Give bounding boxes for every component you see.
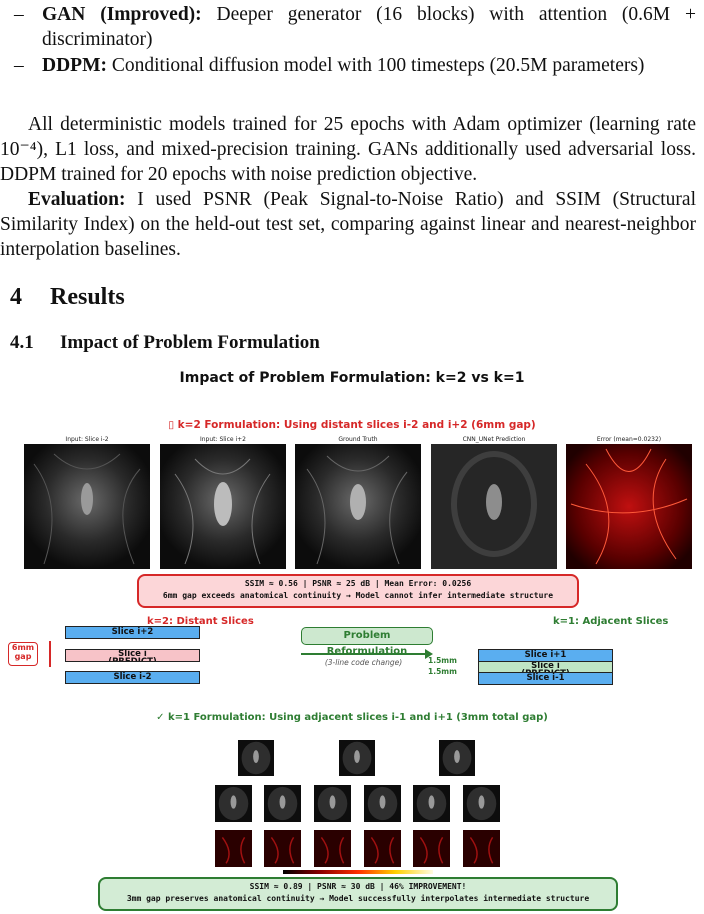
- k1-metrics-note: 3mm gap preserves anatomical continuity …: [126, 894, 590, 903]
- panel-label: Error (mean=0.0232): [596, 436, 662, 443]
- mri-thumbnail: [264, 785, 301, 822]
- section-title: Results: [50, 284, 125, 310]
- mri-thumbnail: [364, 785, 401, 822]
- error-thumbnail: [413, 830, 450, 867]
- mri-slice-image: [160, 444, 286, 569]
- figure-title: Impact of Problem Formulation: k=2 vs k=…: [179, 370, 525, 386]
- slice-i-plus-2: Slice i+2: [65, 626, 200, 639]
- gap-label: 6mm gap: [8, 642, 38, 666]
- mri-thumbnail: [215, 785, 252, 822]
- paragraph-evaluation: Evaluation: I used PSNR (Peak Signal-to-…: [0, 187, 696, 262]
- subsection-heading: 4.1 Impact of Problem Formulation: [10, 332, 320, 354]
- error-thumbnail: [463, 830, 500, 867]
- evaluation-text: I used PSNR (Peak Signal-to-Noise Ratio)…: [0, 189, 696, 260]
- error-thumbnail: [264, 830, 301, 867]
- mm-label-bottom: 1.5mm: [428, 667, 457, 676]
- mri-thumbnail: [463, 785, 500, 822]
- list-item-text: Deeper generator (16 blocks) with attent…: [42, 4, 697, 50]
- arrowhead-icon: [425, 649, 433, 659]
- k2-metrics-line: SSIM ≈ 0.56 | PSNR ≈ 25 dB | Mean Error:…: [244, 579, 472, 588]
- gap-arrow-icon: [49, 641, 51, 667]
- mri-slice-image: [24, 444, 150, 569]
- k2-metrics-note: 6mm gap exceeds anatomical continuity → …: [162, 591, 554, 600]
- ground-truth-image: [295, 444, 421, 569]
- k2-label: k=2: Distant Slices: [147, 616, 254, 627]
- mri-thumbnail: [413, 785, 450, 822]
- reform-note: (3-line code change): [324, 658, 403, 667]
- list-dash: –: [14, 4, 24, 25]
- k2-metrics-box: SSIM ≈ 0.56 | PSNR ≈ 25 dB | Mean Error:…: [137, 574, 579, 608]
- error-thumbnail: [364, 830, 401, 867]
- slice-i-minus-1: Slice i-1: [478, 672, 613, 685]
- mri-thumbnail: [339, 740, 375, 776]
- mri-thumbnail: [314, 785, 351, 822]
- reform-arrow-icon: [301, 653, 426, 655]
- k1-label: k=1: Adjacent Slices: [553, 616, 669, 627]
- prediction-image: [431, 444, 557, 569]
- section-number: 4: [10, 284, 22, 310]
- error-thumbnail: [215, 830, 252, 867]
- mri-thumbnail: [238, 740, 274, 776]
- subsection-number: 4.1: [10, 332, 34, 353]
- reform-label: Problem Reformulation: [301, 627, 433, 657]
- slice-i-predict: Slice i (PREDICT): [65, 649, 200, 662]
- list-item-text: Conditional diffusion model with 100 tim…: [106, 55, 645, 76]
- subsection-title: Impact of Problem Formulation: [60, 332, 320, 353]
- error-map-image: [566, 444, 692, 569]
- list-dash: –: [14, 55, 24, 76]
- paragraph-training: All deterministic models trained for 25 …: [0, 114, 696, 185]
- panel-label: CNN_UNet Prediction: [462, 436, 526, 443]
- panel-label: Ground Truth: [338, 436, 378, 443]
- list-item-bold: DDPM:: [42, 55, 107, 76]
- panel-label: Input: Slice i-2: [65, 436, 109, 443]
- colorbar: [283, 870, 433, 874]
- k1-header: ✓ k=1 Formulation: Using adjacent slices…: [156, 712, 548, 723]
- figure: Impact of Problem Formulation: k=2 vs k=…: [0, 362, 704, 914]
- list-item-bold: GAN (Improved):: [42, 4, 202, 25]
- section-heading: 4 Results: [10, 284, 125, 311]
- slice-i-minus-2: Slice i-2: [65, 671, 200, 684]
- k1-metrics-line: SSIM ≈ 0.89 | PSNR ≈ 30 dB | 46% IMPROVE…: [249, 882, 467, 891]
- mm-label-top: 1.5mm: [428, 656, 457, 665]
- k1-metrics-box: SSIM ≈ 0.89 | PSNR ≈ 30 dB | 46% IMPROVE…: [98, 877, 618, 911]
- panel-label: Input: Slice i+2: [199, 436, 247, 443]
- k2-header: ▯ k=2 Formulation: Using distant slices …: [168, 419, 536, 431]
- error-thumbnail: [314, 830, 351, 867]
- mri-thumbnail: [439, 740, 475, 776]
- evaluation-bold: Evaluation:: [28, 189, 126, 210]
